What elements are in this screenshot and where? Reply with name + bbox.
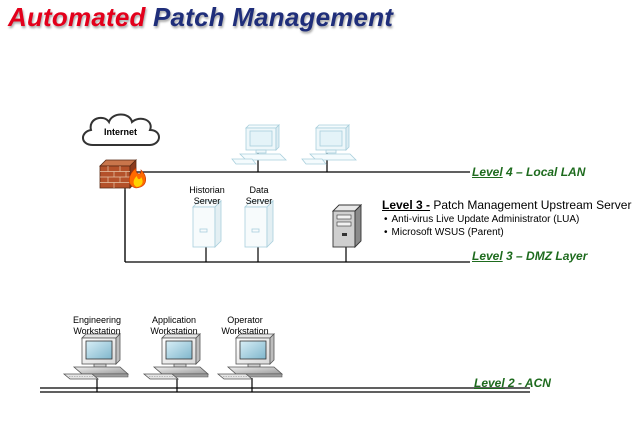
workstation-icon [217,333,283,380]
callout-heading-bold: Level 3 - [382,198,431,212]
data-server-label: Data Server [245,185,273,206]
level-2-label: Level 2 - ACN [474,376,551,390]
level-3-label: Level 3 – DMZ Layer [472,249,587,263]
callout-heading-rest: Patch Management Upstream Server [430,198,632,212]
callout-item: Anti-virus Live Update Administrator (LU… [384,213,631,226]
level-2-word: Level [474,376,505,390]
engineering-workstation-label: Engineering Workstation [72,315,122,336]
level-4-label: Level 4 – Local LAN [472,165,585,179]
workstation-icon [63,333,129,380]
firewall-icon [99,159,146,189]
level-3-word: Level [472,249,503,263]
callout-heading: Level 3 - Patch Management Upstream Serv… [382,198,631,212]
application-workstation-label: Application Workstation [150,315,198,336]
cloud-icon [82,113,160,146]
level-4-word: Level [472,165,503,179]
level-2-rest: 2 - ACN [504,376,551,390]
historian-server-label: Historian Server [189,185,225,206]
internet-label: Internet [104,127,138,137]
title-part-red: Automated [8,2,146,32]
title-part-blue: Patch Management [153,2,394,32]
operator-workstation-label: Operator Workstation [221,315,269,336]
lan-workstation-icon [301,124,357,165]
callout-list: Anti-virus Live Update Administrator (LU… [382,213,631,239]
level-4-rest: 4 – Local LAN [502,165,586,179]
patch-server-callout: Level 3 - Patch Management Upstream Serv… [382,198,631,239]
page-title: Automated Patch Management [8,0,393,34]
server-icon [192,200,222,248]
server-icon [244,200,274,248]
level-3-rest: 3 – DMZ Layer [502,249,588,263]
lan-workstation-icon [231,124,287,165]
workstation-icon [143,333,209,380]
patch-server-icon [331,203,363,249]
callout-item: Microsoft WSUS (Parent) [384,226,631,239]
